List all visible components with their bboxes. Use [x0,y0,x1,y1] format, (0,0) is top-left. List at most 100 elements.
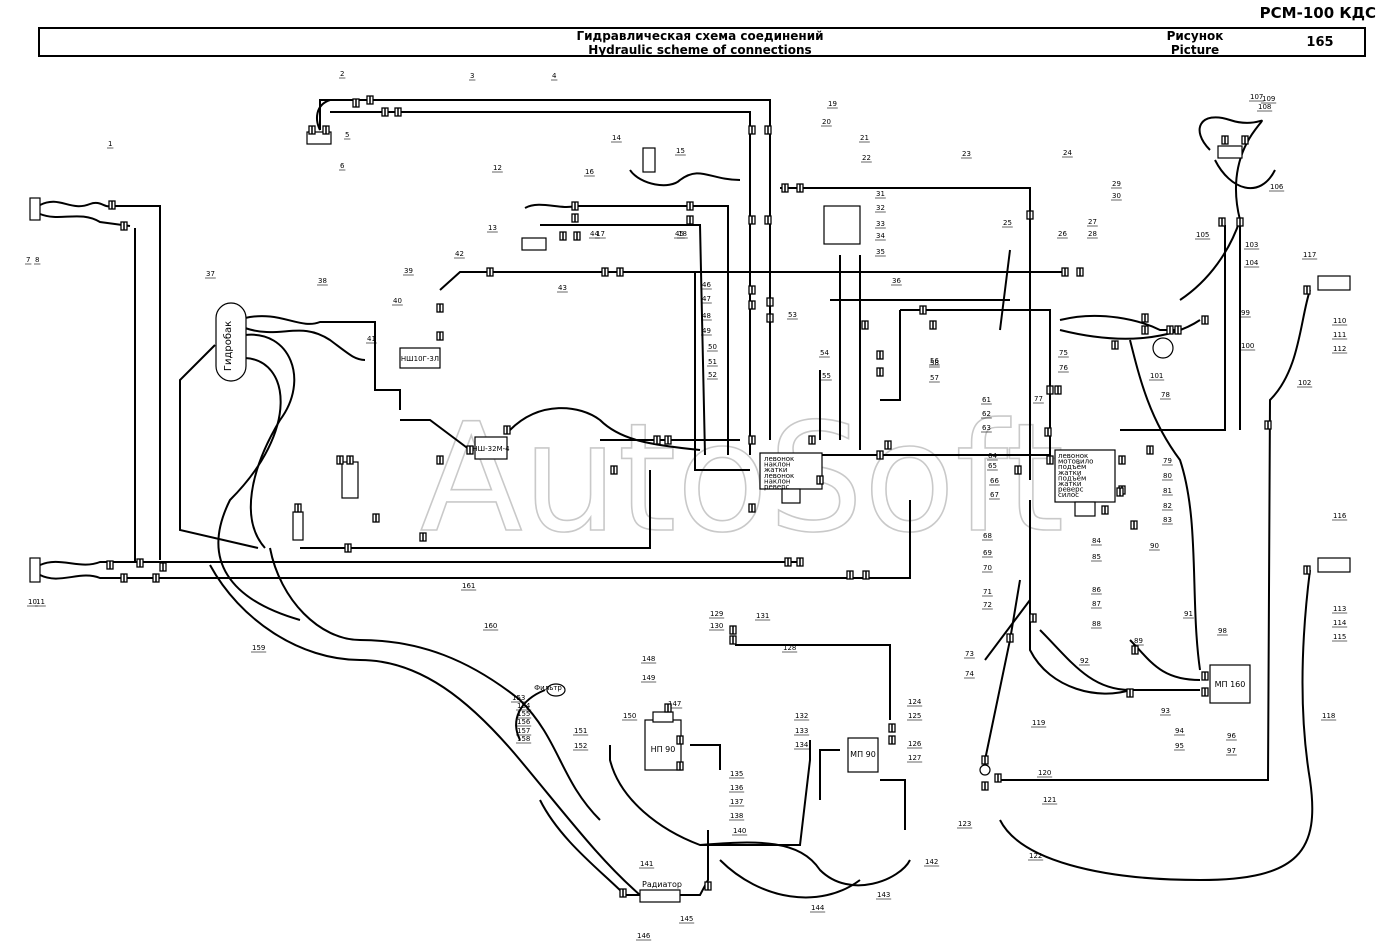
callout-92: 92 [1080,657,1089,665]
valve-block-right-labels: левонокмотовилоподъёмжаткиподъёмжаткирев… [1058,452,1093,499]
callout-52: 52 [708,371,717,379]
cylinder-3 [521,237,547,251]
callout-110: 110 [1333,317,1346,325]
callout-88: 88 [1092,620,1101,628]
callout-44: 44 [590,230,599,238]
callout-115: 115 [1333,633,1346,641]
line-147 [1120,225,1226,431]
callout-70: 70 [983,564,992,572]
callout-61: 61 [982,396,991,404]
cylinder-4 [642,147,656,173]
callout-62: 62 [982,410,991,418]
callout-69: 69 [983,549,992,557]
callout-45: 45 [675,230,684,238]
hose-28-upper [39,200,161,560]
callout-84: 84 [1092,537,1101,545]
callout-64: 64 [988,452,997,460]
callout-56: 56 [930,357,939,365]
callout-21: 21 [860,134,869,142]
callout-65: 65 [988,462,997,470]
callout-117: 117 [1303,251,1316,259]
valve-block-left-text-1: наклон [764,461,790,469]
callout-89: 89 [1134,637,1143,645]
callout-35: 35 [876,248,885,256]
line-146 [1059,319,1201,340]
callout-141: 141 [640,860,653,868]
callout-118: 118 [1322,712,1335,720]
line-132 [999,569,1314,882]
callout-53: 53 [788,311,797,319]
valve-block-left-text-4: наклон [764,477,790,485]
callout-3: 3 [470,72,474,80]
callout-135: 135 [730,770,743,778]
callout-2: 2 [340,70,344,78]
callout-22: 22 [862,154,871,162]
line-43 [524,203,729,455]
line-87 [699,841,911,887]
callout-160: 160 [484,622,497,630]
line-top-56 [319,99,771,200]
line-150 [1198,116,1263,221]
valve-block-left-text-3: левонок [764,472,794,480]
cylinder-1-bottom [29,557,41,583]
hydraulic-components [29,131,1351,903]
valve-block-right-text-5: жатки [1058,480,1081,488]
callout-51: 51 [708,358,717,366]
hydraulic-lines [39,99,1314,899]
callout-32: 32 [876,204,885,212]
callout-154: 154 [517,702,531,710]
callout-134: 134 [795,741,809,749]
line-filter [515,689,546,741]
callout-86: 86 [1092,586,1101,594]
callout-138: 138 [730,812,743,820]
hose-28-lower [39,560,800,566]
callout-161: 161 [462,582,475,590]
callout-12: 12 [493,164,502,172]
title-russian: Гидравлическая схема соединений [576,29,824,43]
callout-25: 25 [1003,219,1012,227]
line-121b [880,310,901,401]
motor-mp90-label: МП 90 [850,750,876,759]
callout-20: 20 [822,118,831,126]
cylinder-22 [292,511,304,541]
callout-16: 16 [585,168,594,176]
callout-17: 17 [596,230,605,238]
callout-96: 96 [1227,732,1236,740]
hose-28-upper-b [39,213,131,227]
cylinder-1-top [29,197,41,221]
callout-76: 76 [1059,364,1068,372]
block-5 [1074,501,1096,517]
filter-body [546,683,566,697]
pump-nsh32 [474,436,508,460]
pump-np90 [644,719,682,771]
callout-103: 103 [1245,241,1258,249]
line-94 [735,644,891,720]
watermark-text: AutoSoft [420,392,1064,566]
callout-148: 148 [642,655,655,663]
callout-152: 152 [574,742,587,750]
callout-133: 133 [795,727,808,735]
callout-155: 155 [517,710,530,718]
pump-np90-label: НП 90 [651,745,676,754]
valve-block-left-text-5: реверс [764,483,790,491]
callout-26: 26 [1058,230,1067,238]
callout-80: 80 [1163,472,1172,480]
valve-block-right-text-1: мотовило [1058,458,1093,466]
valve-block-right-text-4: подъём [1058,474,1086,482]
callout-150: 150 [623,712,636,720]
callout-48: 48 [702,312,711,320]
line-radiator-b [539,799,626,896]
callout-34: 34 [876,232,885,240]
callout-81: 81 [1163,487,1172,495]
callout-120: 120 [1038,769,1051,777]
hose-28-lower-b [39,500,911,580]
callout-4: 4 [552,72,557,80]
callout-73: 73 [965,650,974,658]
callout-102: 102 [1298,379,1311,387]
callout-151: 151 [574,727,587,735]
radiator-body [639,889,681,903]
tee-11 [979,764,991,776]
line-118 [999,249,1011,331]
